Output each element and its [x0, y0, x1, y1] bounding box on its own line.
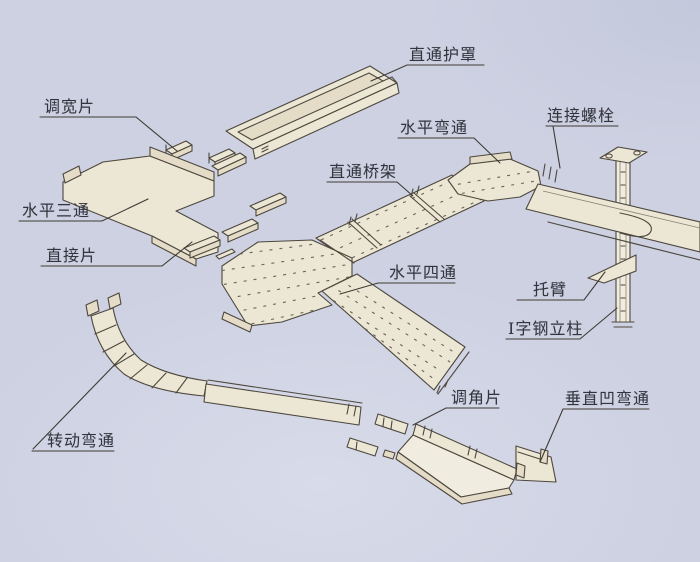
part-vertical-concave-elbow-tray [395, 423, 557, 505]
label-horizontal-cross: 水平四通 [389, 263, 458, 282]
label-connecting-piece: 直接片 [46, 246, 98, 265]
label-straight-through-cover: 直通护罩 [409, 45, 478, 64]
label-rotating-elbow: 转动弯通 [47, 431, 116, 450]
label-straight-through-tray: 直通桥架 [329, 162, 398, 181]
part-horizontal-tee [62, 146, 219, 267]
part-straight-through-tray-run [315, 174, 485, 264]
part-angle-adjusting-pieces [346, 413, 409, 460]
label-support-arm: 托臂 [533, 280, 568, 299]
label-i-beam-column: I字钢立柱 [508, 319, 584, 338]
label-vertical-concave-elbow: 垂直凹弯通 [565, 389, 651, 408]
label-width-adjusting-piece: 调宽片 [44, 97, 96, 116]
part-i-beam-column [599, 146, 648, 328]
part-tray-run-down [321, 273, 470, 395]
label-horizontal-elbow: 水平弯通 [400, 118, 469, 137]
part-tray-run-right [525, 183, 700, 261]
label-connecting-bolt: 连接螺栓 [547, 106, 616, 125]
leader-lines [18, 64, 650, 463]
part-straight-through-cover [225, 65, 400, 160]
label-horizontal-tee: 水平三通 [22, 201, 91, 220]
part-channel-segment [203, 379, 363, 426]
part-rotating-elbow [85, 292, 208, 397]
label-angle-adjusting-piece: 调角片 [451, 388, 503, 407]
part-connecting-pieces [183, 152, 287, 260]
